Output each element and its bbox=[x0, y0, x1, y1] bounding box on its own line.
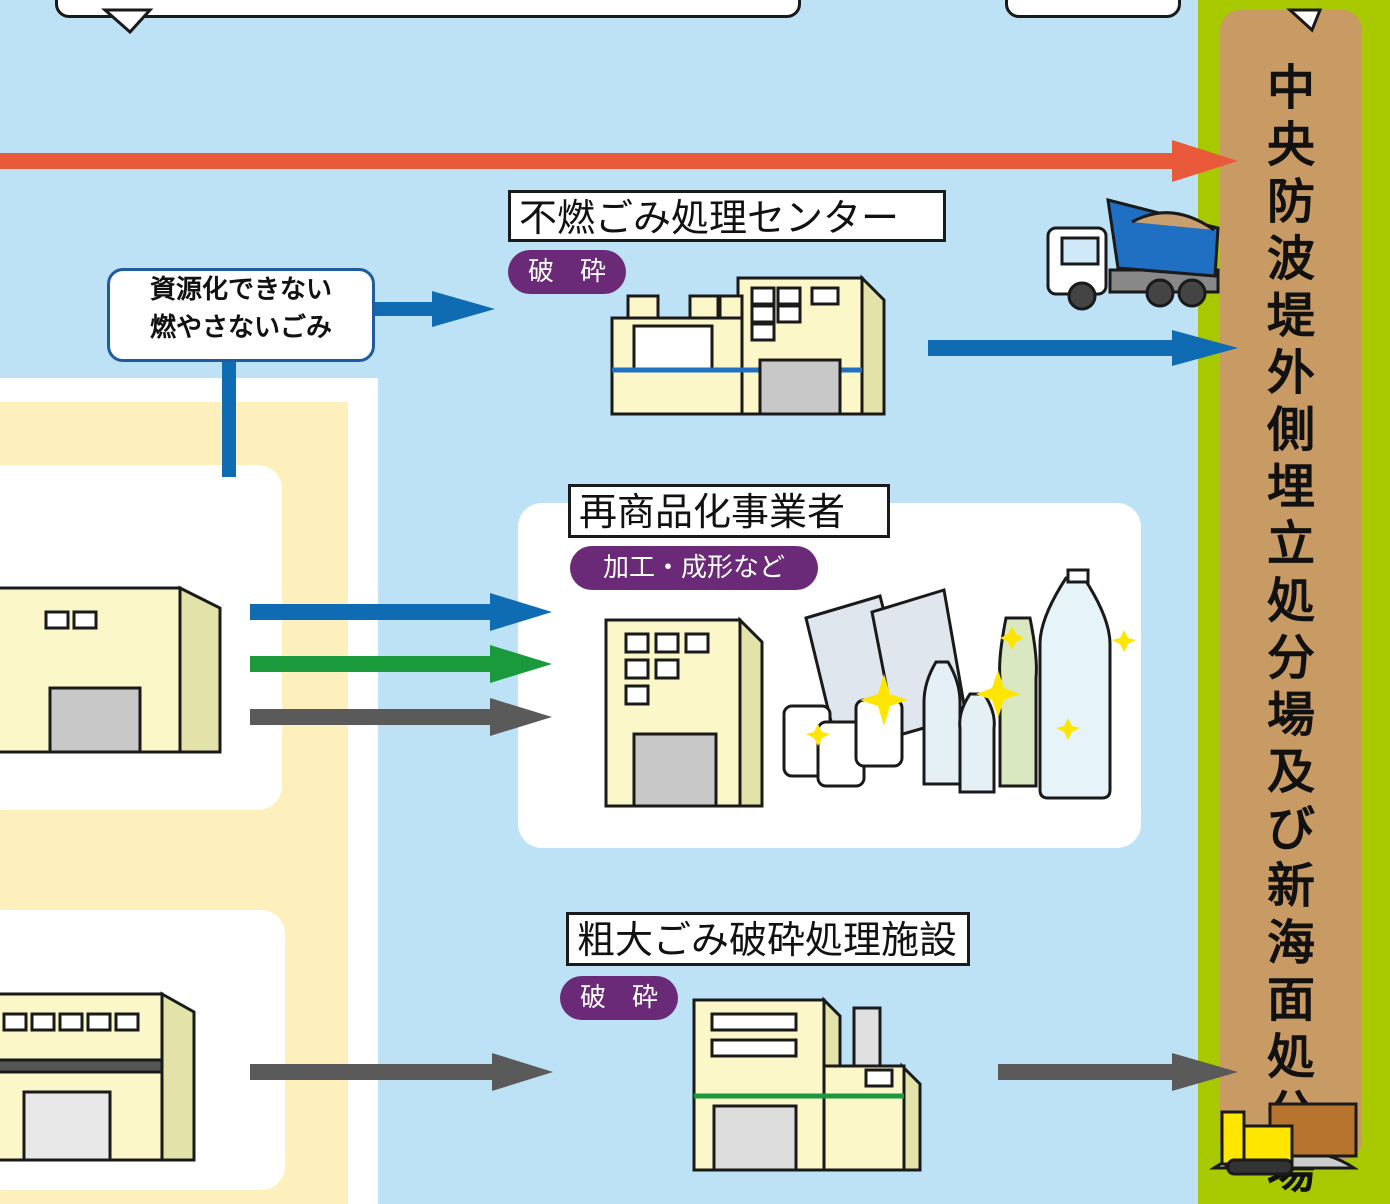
gray-arrow-to-recycler bbox=[250, 698, 552, 736]
non-recyclable-note: 資源化できない 燃やさないごみ bbox=[107, 268, 375, 362]
top-left-speech-bubble bbox=[55, 0, 801, 18]
bubble-tail-right bbox=[1286, 8, 1323, 33]
bulky-plant-icon bbox=[692, 996, 922, 1172]
top-right-speech-bubble bbox=[1005, 0, 1181, 18]
sparkle-icons bbox=[806, 626, 1136, 746]
gray-arrow-to-landfill bbox=[998, 1053, 1238, 1091]
blue-arrow-to-recycler bbox=[250, 593, 552, 631]
red-arrow bbox=[0, 140, 1238, 182]
blue-arrow-to-noncombustible bbox=[368, 291, 495, 327]
bubble-tail-left bbox=[101, 8, 154, 35]
bulky-facility-title: 粗大ごみ破砕処理施設 bbox=[566, 912, 970, 966]
bulky-process-badge: 破 砕 bbox=[560, 976, 678, 1020]
note-line-2: 燃やさないごみ bbox=[149, 313, 332, 343]
recycler-process-badge: 加工・成形など bbox=[570, 546, 818, 590]
noncombustible-plant-icon bbox=[610, 274, 886, 416]
left-lower-building-icon bbox=[0, 991, 196, 1162]
note-line-1: 資源化できない bbox=[149, 275, 332, 305]
bulldozer-icon bbox=[1209, 1102, 1359, 1176]
recycler-title: 再商品化事業者 bbox=[568, 484, 890, 538]
noncombustible-process-badge: 破 砕 bbox=[508, 250, 626, 294]
recycler-building-icon bbox=[604, 616, 764, 808]
landfill-site bbox=[1220, 10, 1362, 1160]
noncombustible-center-title: 不燃ごみ処理センター bbox=[508, 190, 946, 242]
green-arrow-to-recycler bbox=[250, 645, 552, 683]
recycled-products-icon bbox=[782, 568, 1112, 800]
note-connector bbox=[222, 355, 236, 477]
left-upper-building-icon bbox=[0, 585, 222, 754]
blue-arrow-to-landfill bbox=[928, 330, 1238, 366]
gray-arrow-to-bulky bbox=[250, 1053, 553, 1091]
dump-truck-icon bbox=[1046, 197, 1220, 311]
